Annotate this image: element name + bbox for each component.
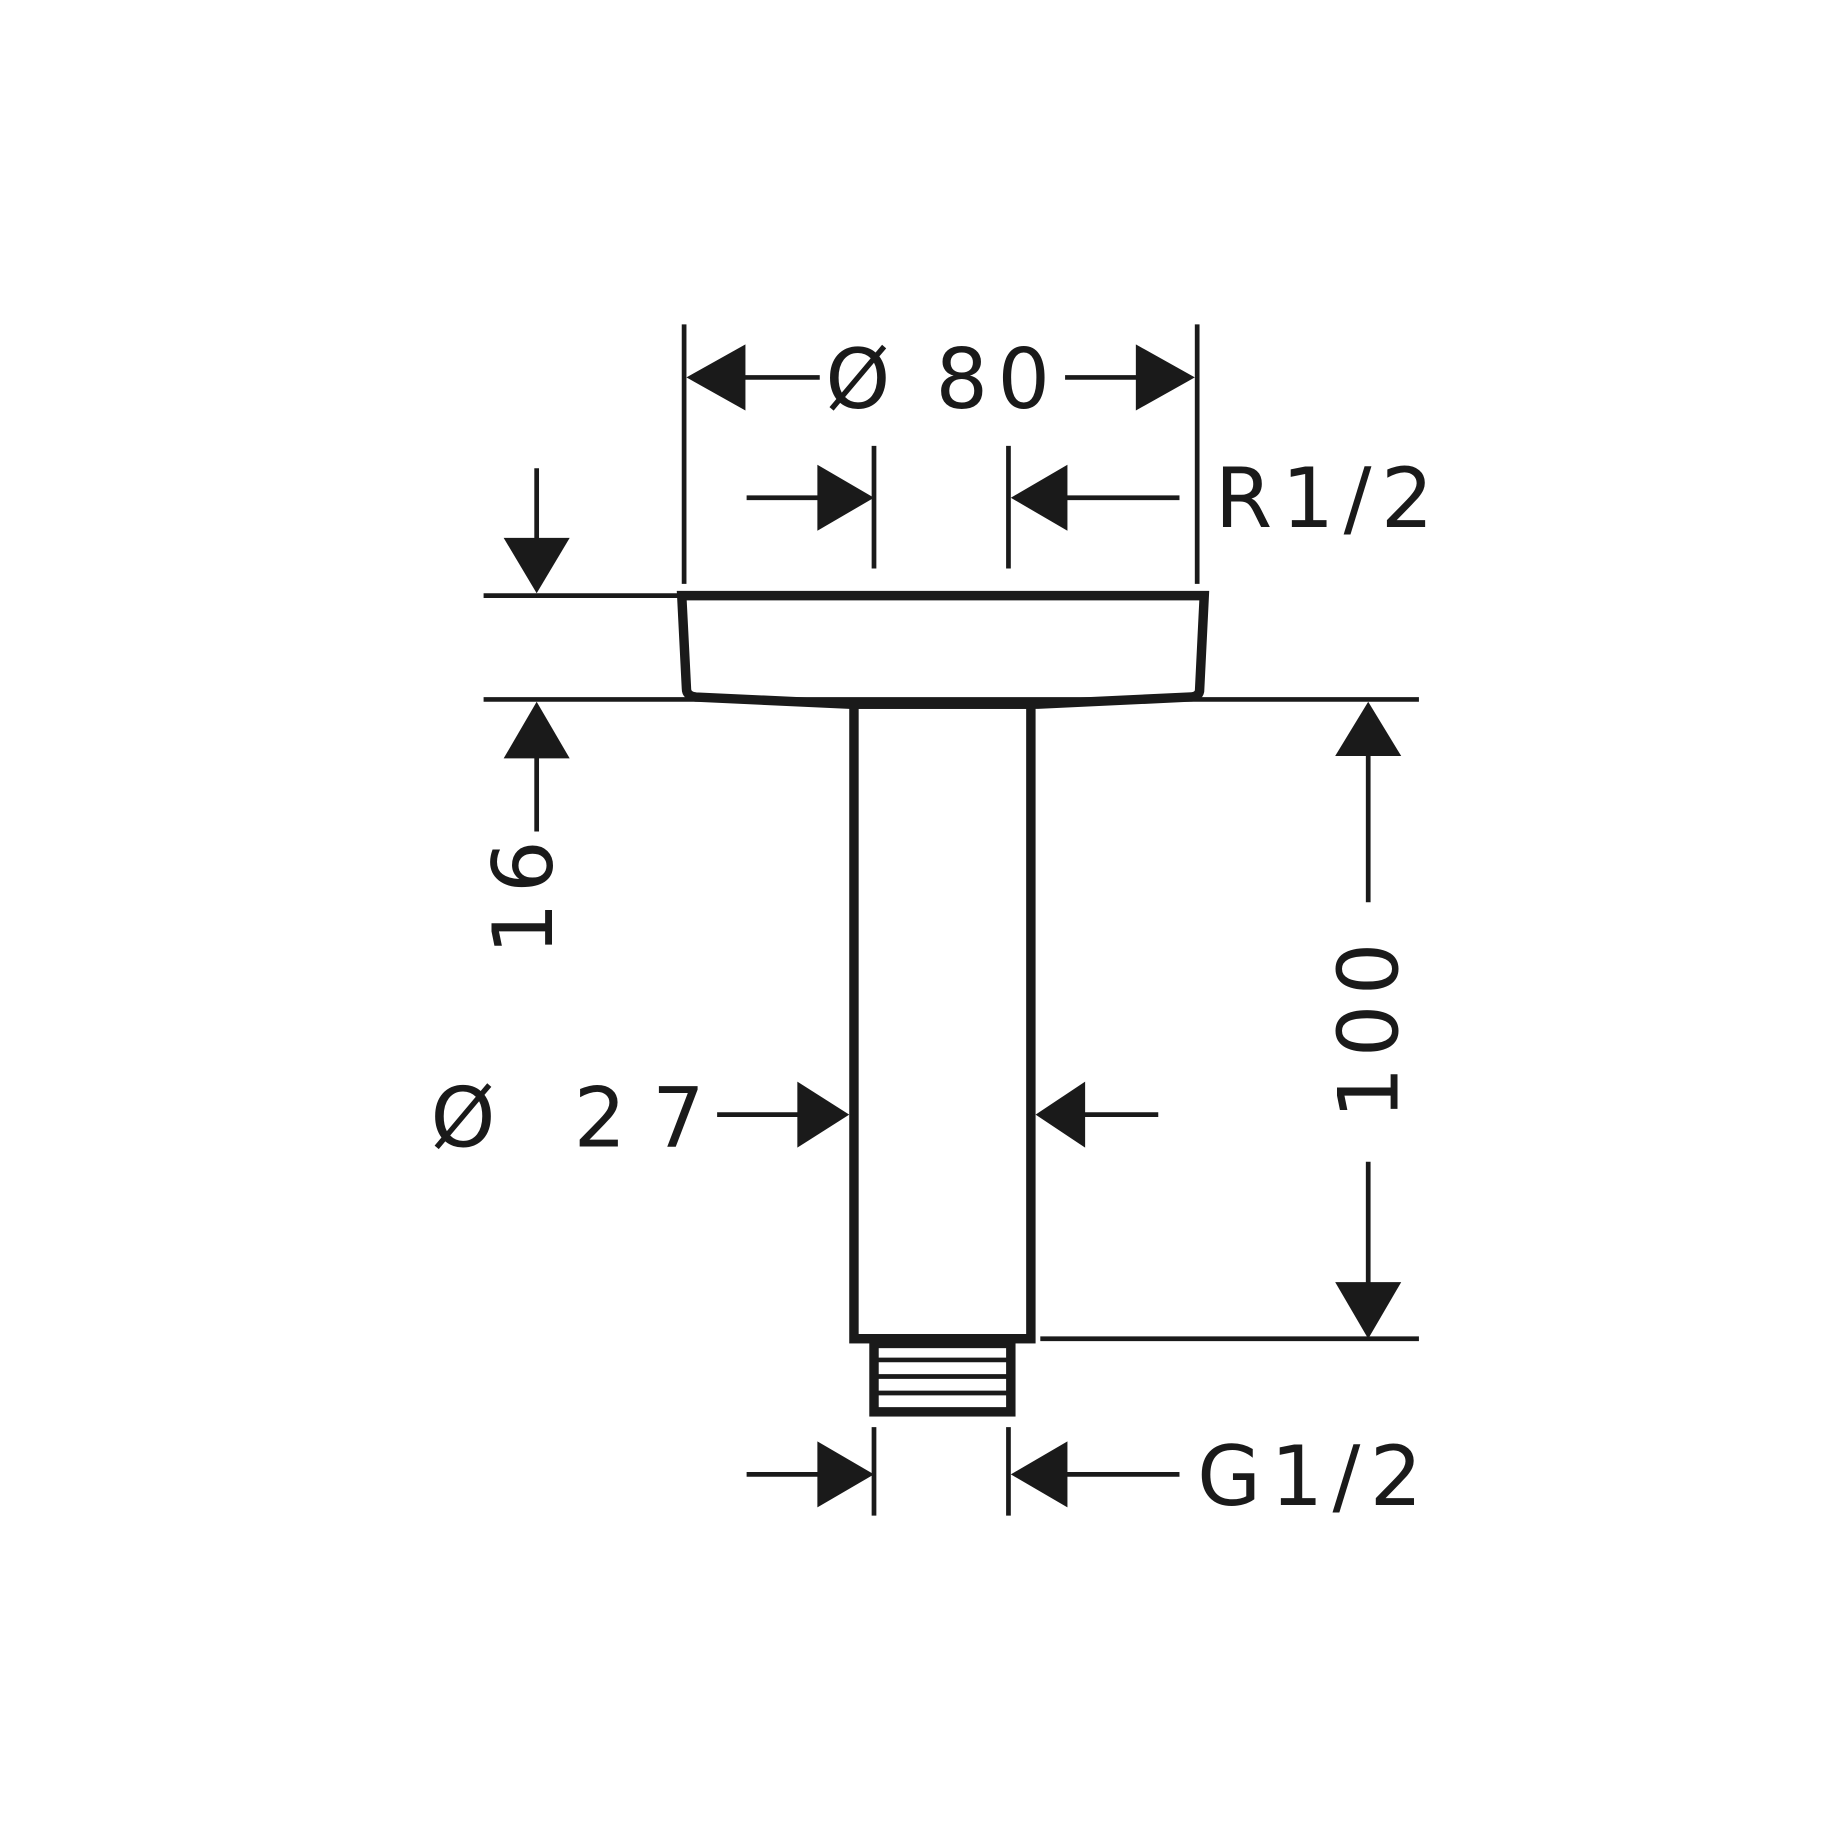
threaded-end: [869, 1338, 1016, 1417]
flange-height-dimension: 16: [476, 468, 572, 955]
pipe-outline: [849, 699, 1036, 1344]
outlet-thread-label: G1/2: [1197, 1429, 1432, 1525]
flange-height-label: 16: [476, 831, 572, 955]
pipe-length-label: 100: [1322, 933, 1418, 1119]
inlet-thread-label: R1/2: [1215, 451, 1443, 547]
outlet-thread-dimension: G1/2: [746, 1427, 1432, 1525]
pipe-diameter-dimension: Ø 27: [431, 1070, 1159, 1166]
flange-outline: [676, 590, 1210, 709]
flange-diameter-label: Ø 80: [825, 332, 1059, 428]
pipe-diameter-label: Ø 27: [431, 1070, 731, 1166]
pipe-length-dimension: 100: [1322, 701, 1418, 1339]
inlet-thread-dimension: R1/2: [746, 445, 1443, 569]
flange-diameter-dimension: Ø 80: [681, 324, 1200, 584]
